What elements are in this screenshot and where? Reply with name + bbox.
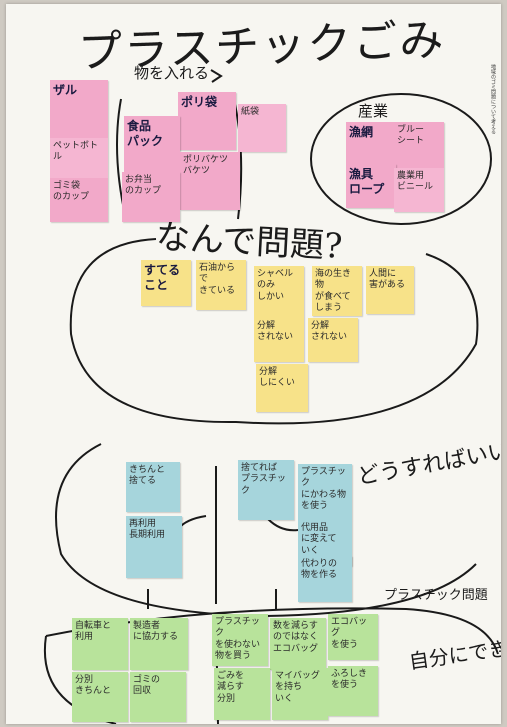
- sticky-note: 製造者 に協力する: [130, 618, 188, 670]
- sticky-note: 捨てれば プラスチック: [238, 460, 294, 520]
- sticky-note: マイバッグ を持ち いく: [272, 668, 328, 720]
- sticky-note: 分解 されない: [254, 318, 304, 362]
- sticky-note: プラスチック にかわる物 を使う: [298, 464, 352, 520]
- poster-title: プラスチックごみ: [77, 14, 447, 79]
- sticky-note: ポリ袋: [178, 92, 236, 150]
- sticky-note: 数を減らす のではなく エコバッグ: [270, 618, 326, 670]
- sticky-note: 紙袋: [238, 104, 286, 152]
- sticky-note: ごみを 減らす 分別: [214, 668, 270, 720]
- sticky-note: 分解 しにくい: [256, 364, 308, 412]
- sticky-note: シャベルのみ しかい: [254, 266, 304, 318]
- sticky-note: ポリバケツ バケツ: [180, 152, 240, 210]
- sticky-note: エコバッグ を使う: [328, 614, 378, 660]
- sticky-note: 石油からで きている: [196, 260, 246, 310]
- sticky-note: ブルー シート: [394, 122, 444, 168]
- containers-label: 物を入れる: [134, 64, 210, 82]
- sticky-note: 漁具 ロープ: [346, 164, 396, 208]
- whiteboard-poster: プラスチックごみ 物を入れる 産業 なんで問題? どうすればいいか プラスチック…: [6, 4, 501, 724]
- sticky-note: お弁当 のカップ: [122, 172, 180, 222]
- side-note: 地域のゴミ問題について考える: [490, 64, 496, 134]
- sticky-note: 農業用 ビニール: [394, 168, 444, 212]
- sticky-note: 分解 されない: [308, 318, 358, 362]
- plastic-issue-label: プラスチック問題: [384, 588, 488, 603]
- sticky-note: きちんと 捨てる: [126, 462, 180, 512]
- sticky-note: 再利用 長期利用: [126, 516, 182, 578]
- sticky-note: すてる こと: [141, 260, 191, 306]
- sticky-note: 代わりの 物を作る: [298, 556, 352, 602]
- sticky-note: 漁網: [346, 122, 396, 166]
- sticky-note: プラスチック を使わない 物を買う: [212, 614, 268, 666]
- sticky-note: ザル: [50, 80, 108, 138]
- sticky-note: 海の生き物 が食べて しまう: [312, 266, 362, 316]
- sticky-note: 分別 きちんと: [72, 672, 128, 722]
- sticky-note: ゴミの 回収: [130, 672, 186, 722]
- sticky-note: 自転車と 利用: [72, 618, 128, 670]
- sticky-note: ペットボトル: [50, 138, 108, 178]
- sticky-note: 食品 パック: [124, 116, 180, 172]
- industry-label: 産業: [358, 102, 389, 120]
- sticky-note: 人間に 害がある: [366, 266, 414, 314]
- sticky-note: ふろしき を使う: [328, 666, 378, 716]
- sticky-note: ゴミ袋 のカップ: [50, 178, 108, 222]
